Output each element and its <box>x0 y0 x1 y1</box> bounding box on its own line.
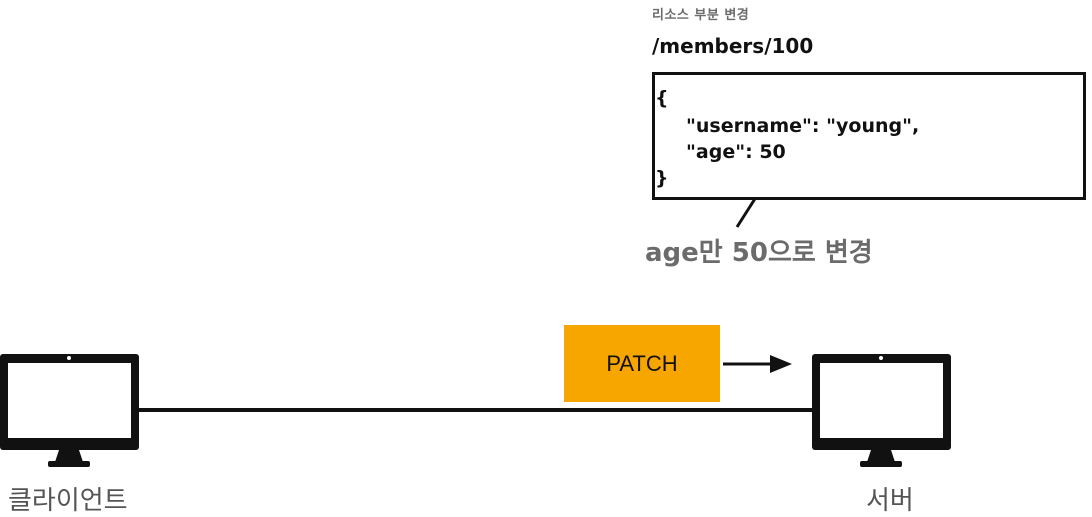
resource-heading: 리소스 부분 변경 <box>652 8 750 23</box>
body-line-age: "age": 50 <box>686 141 786 163</box>
client-monitor-icon <box>0 354 139 467</box>
annotation-text: age만 50으로 변경 <box>645 238 873 268</box>
server-monitor-icon <box>812 354 951 467</box>
patch-method-label: PATCH <box>606 350 678 376</box>
request-arrow-icon <box>723 355 792 373</box>
request-body-box <box>652 72 1086 200</box>
body-line-open-brace: { <box>655 87 669 109</box>
client-label: 클라이언트 <box>8 486 128 516</box>
body-line-username: "username": "young", <box>686 115 920 137</box>
body-line-close-brace: } <box>655 167 669 189</box>
resource-path: /members/100 <box>652 34 814 58</box>
patch-method-box: PATCH <box>564 325 720 402</box>
server-label: 서버 <box>866 486 914 516</box>
